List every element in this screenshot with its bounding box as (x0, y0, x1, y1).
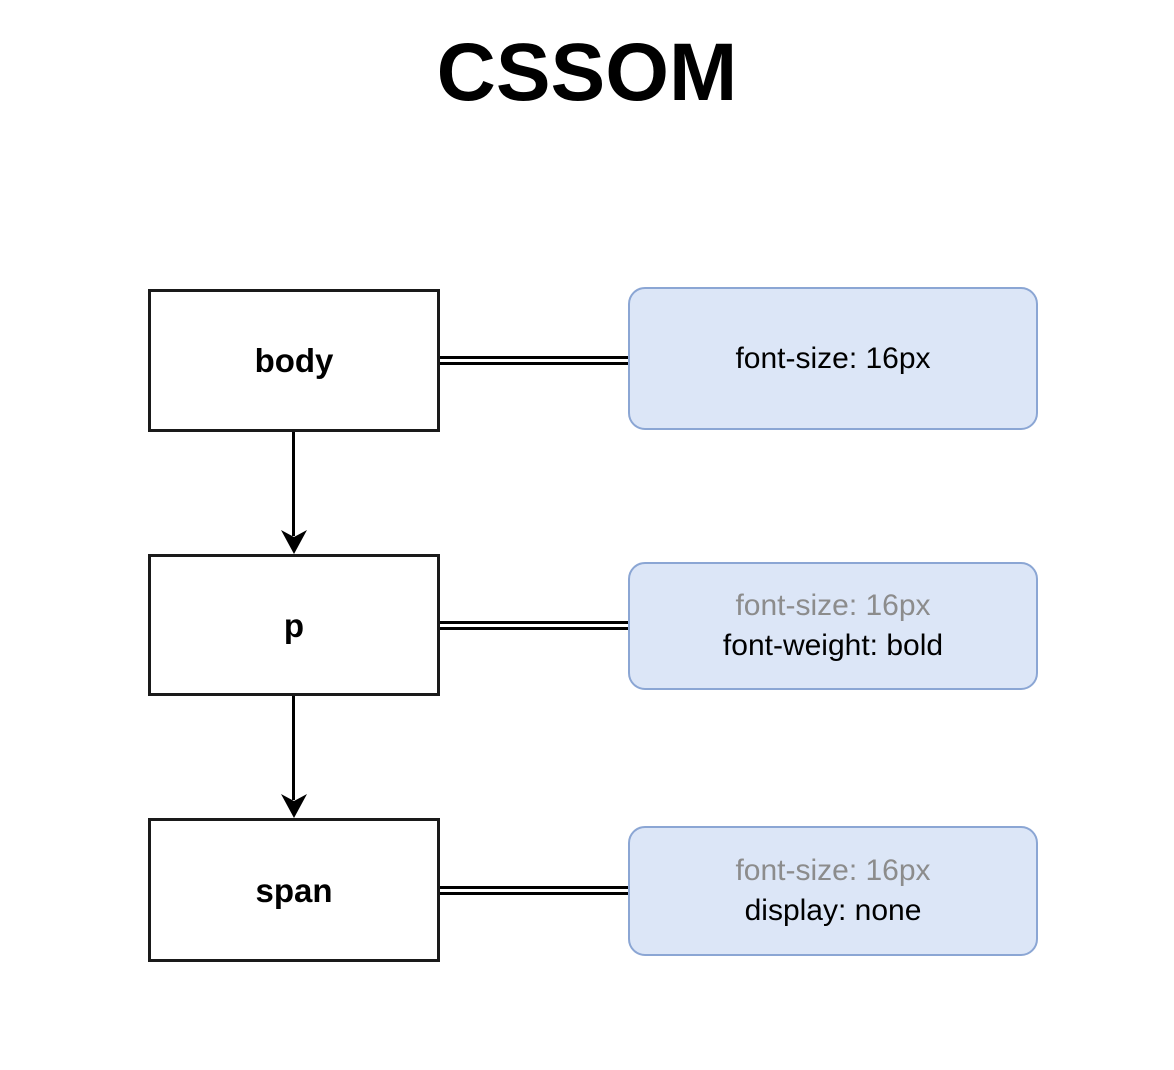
node-box-span[interactable]: span (148, 818, 440, 962)
declaration-span-1: display: none (744, 894, 922, 927)
edge-arrow-body-to-p (281, 432, 307, 554)
diagram-title: CSSOM (436, 27, 738, 118)
style-box-body[interactable]: font-size: 16px (628, 287, 1038, 430)
node-label-span: span (255, 871, 333, 909)
style-box-span[interactable]: font-size: 16px display: none (628, 826, 1038, 956)
node-box-p[interactable]: p (148, 554, 440, 696)
style-connector-p (440, 621, 630, 630)
edge-arrow-p-to-span (281, 696, 307, 818)
declaration-span-0: font-size: 16px (735, 854, 931, 888)
arrow-head-icon (281, 794, 307, 818)
node-label-body: body (254, 342, 334, 379)
declaration-body-0: font-size: 16px (735, 341, 931, 375)
node-box-body[interactable]: body (148, 289, 440, 432)
style-connector-body (440, 356, 630, 365)
style-connector-span (440, 886, 630, 895)
style-box-p[interactable]: font-size: 16px font-weight: bold (628, 562, 1038, 690)
node-label-p: p (283, 606, 305, 644)
arrow-shaft (292, 696, 295, 800)
arrow-shaft (292, 432, 295, 536)
arrow-head-icon (281, 530, 307, 554)
declaration-p-0: font-size: 16px (735, 589, 931, 623)
declaration-p-1: font-weight: bold (722, 629, 944, 662)
